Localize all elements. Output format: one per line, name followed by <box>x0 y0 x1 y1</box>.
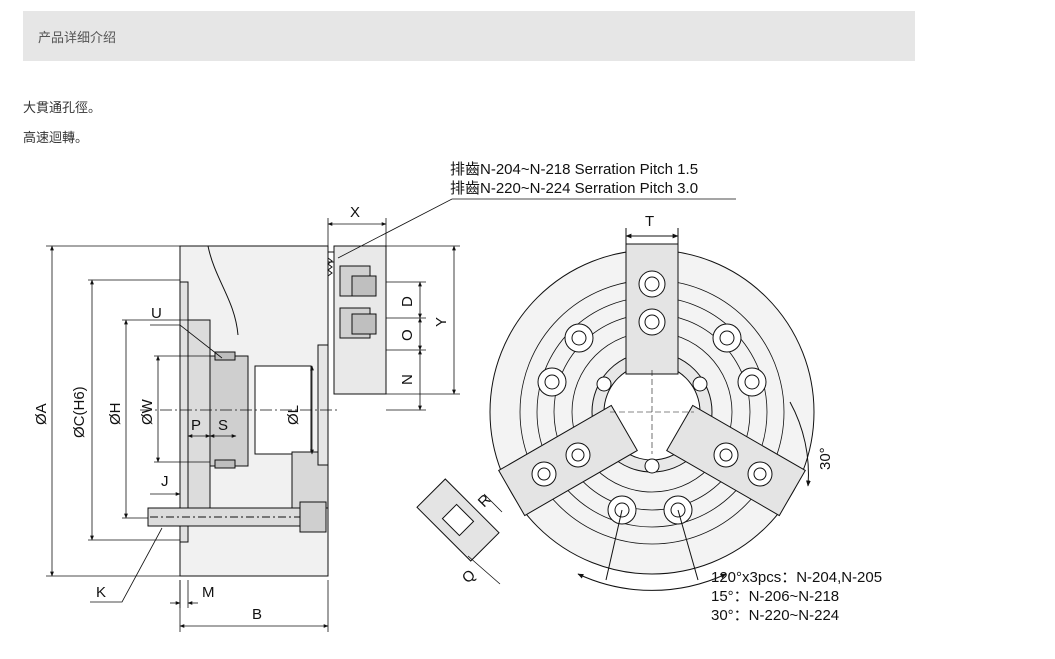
dim-Q-label: Q <box>459 567 479 587</box>
dim-U-label: U <box>151 305 162 322</box>
dim-D-label: D <box>399 296 416 307</box>
dim-P-label: P <box>191 417 201 434</box>
front-view-labels: T R Q 30° 120°x3pcs：N-204,N-205 15°：N-20… <box>459 213 882 624</box>
feature-high-speed: 高速迴轉。 <box>23 131 89 146</box>
dim-L-label: ØL <box>285 405 302 425</box>
serration-notes: 排齒N-204~N-218 Serration Pitch 1.5 排齒N-22… <box>450 161 698 197</box>
bolt-note-3: 30°：N-220~N-224 <box>711 607 839 624</box>
dim-B-label: B <box>252 606 262 623</box>
serration-note-1: 排齒N-204~N-218 Serration Pitch 1.5 <box>450 161 698 178</box>
angle-30-label: 30° <box>817 447 834 470</box>
dim-S-label: S <box>218 417 228 434</box>
side-view-labels: ØA ØC(H6) ØH ØW ØL U P S J K M B X Y D O… <box>33 204 450 623</box>
dim-O-label: O <box>399 329 416 341</box>
side-view-dimensions <box>46 198 736 632</box>
product-detail-title: 产品详细介绍 <box>38 30 117 46</box>
front-view <box>489 228 815 591</box>
serration-note-2: 排齒N-220~N-224 Serration Pitch 3.0 <box>450 180 698 197</box>
dim-K-label: K <box>96 584 106 601</box>
dim-X-label: X <box>350 204 360 221</box>
dim-H-label: ØH <box>107 403 124 426</box>
jaw-serration-detail <box>416 478 503 585</box>
dim-A-label: ØA <box>33 403 50 425</box>
bolt-note-2: 15°：N-206~N-218 <box>711 588 839 605</box>
dim-R-label: R <box>475 491 495 511</box>
dim-Y-label: Y <box>433 317 450 327</box>
product-detail-header: 产品详细介绍 <box>23 11 915 61</box>
side-view <box>140 245 387 577</box>
dim-C-label: ØC(H6) <box>71 386 88 438</box>
dim-M-label: M <box>202 584 215 601</box>
dim-N-label: N <box>399 374 416 385</box>
dim-T-label: T <box>645 213 654 230</box>
dim-W-label: ØW <box>139 398 156 425</box>
feature-large-bore: 大貫通孔徑。 <box>23 101 102 116</box>
bolt-note-1: 120°x3pcs：N-204,N-205 <box>711 569 882 586</box>
dim-J-label: J <box>161 473 169 490</box>
